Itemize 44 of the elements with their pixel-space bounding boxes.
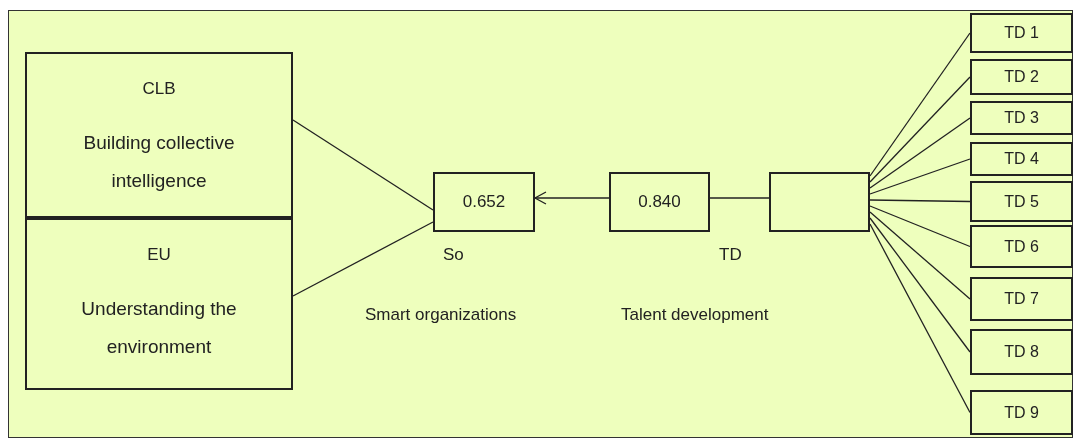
- concept-box: [970, 101, 1073, 135]
- concept-box: [970, 277, 1073, 321]
- connector-line: [869, 158, 971, 195]
- concept-box: [970, 181, 1073, 222]
- box-heading: EU: [147, 244, 171, 266]
- box-text: TD 3: [1004, 108, 1039, 128]
- concept-box: [970, 59, 1073, 95]
- variable-code: So: [443, 244, 464, 266]
- connector-line: [869, 32, 971, 177]
- concept-box: [970, 13, 1073, 53]
- connector-line: [534, 191, 610, 205]
- connector-line: [292, 221, 434, 297]
- connector-line: [869, 223, 971, 414]
- box-text: TD 5: [1004, 191, 1039, 212]
- box-heading: CLB: [142, 78, 176, 100]
- box-text: TD 7: [1004, 289, 1039, 309]
- connector-line: [869, 217, 971, 353]
- connector-line: [869, 117, 971, 189]
- box-text: Understanding the environment: [80, 296, 238, 359]
- connector-line: [709, 197, 770, 199]
- concept-box: [970, 329, 1073, 375]
- box-text: 0.652: [462, 191, 506, 214]
- box-text: Building collective intelligence: [82, 130, 236, 193]
- concept-box: [970, 142, 1073, 176]
- box-text: 0.840: [638, 191, 681, 214]
- variable-code: TD: [719, 244, 742, 266]
- variable-name: Smart organizations: [365, 304, 517, 326]
- connector-line: [869, 205, 971, 248]
- box-text: TD 6: [1004, 236, 1039, 257]
- connector-line: [869, 199, 971, 203]
- empty-box: [769, 172, 870, 232]
- connector-line: [869, 76, 971, 183]
- box-text: TD 8: [1004, 342, 1039, 362]
- box-text: TD 9: [1004, 402, 1039, 423]
- box-text: TD 2: [1004, 67, 1039, 87]
- variable-name: Talent development: [621, 304, 769, 326]
- concept-box: [25, 218, 293, 390]
- concept-box: [970, 225, 1073, 268]
- box-text: TD 4: [1004, 149, 1039, 169]
- concept-box: [25, 52, 293, 218]
- connector-line: [869, 211, 971, 300]
- concept-box: [970, 390, 1073, 435]
- box-text: TD 1: [1004, 23, 1039, 43]
- connector-line: [292, 119, 434, 211]
